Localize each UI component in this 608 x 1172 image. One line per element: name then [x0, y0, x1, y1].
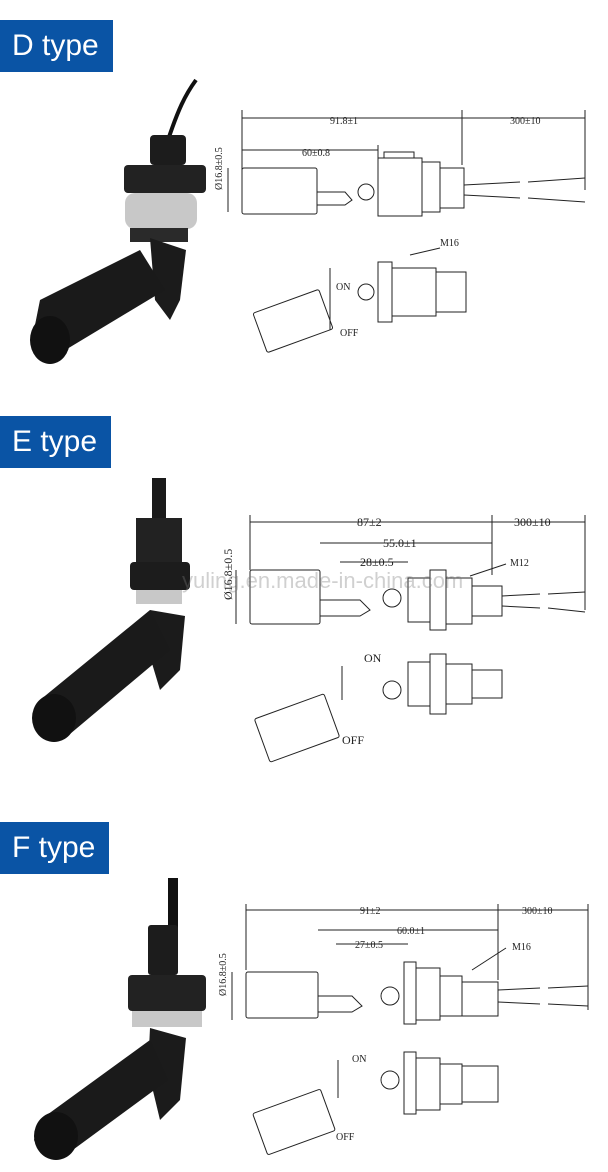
- section-d-type: D type: [0, 0, 608, 400]
- hex-nut: [124, 165, 206, 193]
- cable: [168, 878, 178, 928]
- dim-diameter: Ø16.8±0.5: [214, 147, 225, 190]
- label-off: OFF: [342, 733, 364, 747]
- label-on: ON: [336, 282, 350, 293]
- dim-diameter: Ø16.8±0.5: [221, 549, 235, 600]
- drawing-f: 91±2 300±10 60.0±1 27±0.5 Ø16.8±0.5 M16 …: [218, 904, 589, 1155]
- seal-ring: [125, 193, 197, 229]
- label-off: OFF: [336, 1132, 355, 1143]
- type-label-e: E type: [0, 416, 112, 468]
- dim-thread: M12: [510, 558, 529, 569]
- product-photo-f: [34, 878, 206, 1160]
- cable-gland: [152, 478, 166, 518]
- type-label-f: F type: [0, 822, 110, 874]
- dim-diameter: Ø16.8±0.5: [218, 953, 229, 996]
- dim-float: 28±0.5: [360, 555, 394, 569]
- float-arm: [148, 1028, 186, 1120]
- drawing-d: 91.8±1 300±10 60±0.8 Ø16.8±0.5 M16 ON OF…: [214, 110, 586, 353]
- dim-float: 27±0.5: [355, 940, 383, 951]
- dim-mid: 55.0±1: [383, 536, 417, 550]
- label-on: ON: [364, 651, 382, 665]
- dim-thread: M16: [440, 238, 459, 249]
- float-arm: [150, 238, 186, 320]
- watermark: yuling.en.made-in-china.com: [182, 568, 464, 593]
- cable-gland: [148, 925, 178, 975]
- cable-gland: [150, 135, 186, 165]
- seal-ring: [132, 1011, 202, 1027]
- drawing-e: 87±2 300±10 55.0±1 28±0.5 Ø16.8±0.5 M12 …: [221, 515, 586, 763]
- dim-cable: 300±10: [522, 906, 553, 917]
- cable: [166, 78, 198, 141]
- dim-mid: 60.0±1: [397, 926, 425, 937]
- product-photo-d: [30, 78, 206, 364]
- dim-float: 60±0.8: [302, 148, 330, 159]
- label-on: ON: [352, 1054, 366, 1065]
- dim-overall: 91±2: [360, 906, 381, 917]
- product-photo-e: [32, 478, 190, 742]
- dim-cable: 300±10: [510, 116, 541, 127]
- hex-nut: [128, 975, 206, 1011]
- dim-overall: 91.8±1: [330, 116, 358, 127]
- dim-overall: 87±2: [357, 515, 382, 529]
- type-label-d: D type: [0, 20, 113, 72]
- hex-nut: [130, 562, 190, 590]
- dim-cable: 300±10: [514, 515, 551, 529]
- dim-thread: M16: [512, 942, 531, 953]
- seal-ring: [136, 590, 182, 604]
- label-off: OFF: [340, 328, 359, 339]
- section-f-type: F type: [0, 800, 608, 1172]
- section-e-type: E type: [0, 400, 608, 800]
